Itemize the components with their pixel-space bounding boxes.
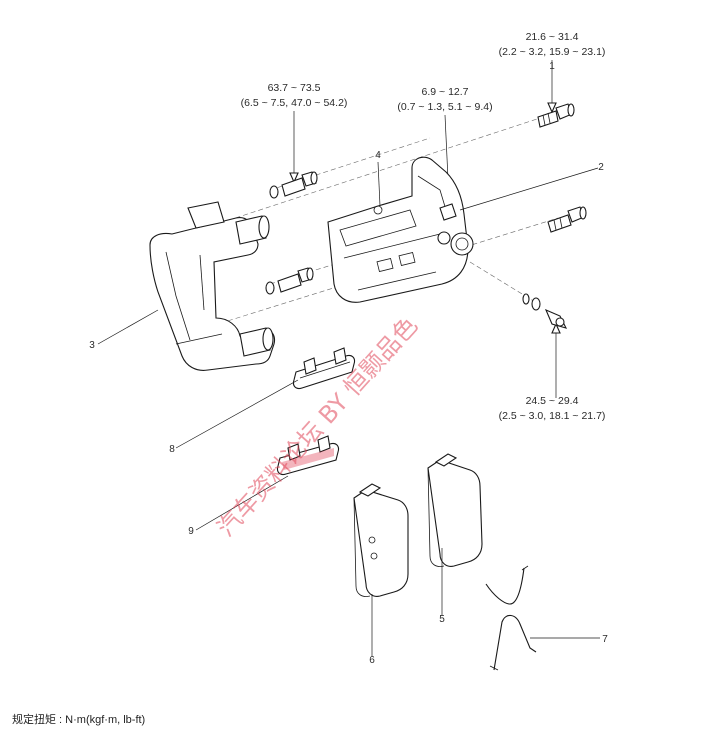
arrow-head-icon [551, 322, 561, 334]
pad-wear-indicator-spring [485, 565, 537, 671]
callout-3: 3 [89, 340, 95, 351]
pad-retainer-clip-upper [292, 347, 356, 390]
guide-pin-bolt-upper [269, 171, 318, 199]
callout-numbers: 1 2 3 4 5 6 7 8 9 [89, 61, 608, 666]
pad-retainer-clip-lower [276, 435, 340, 476]
callout-leaders [97, 161, 600, 656]
arrow-head-icon [547, 102, 557, 114]
callout-5: 5 [439, 614, 445, 625]
brake-pad-outer [427, 453, 483, 567]
brake-hose-bolt [522, 293, 568, 329]
callout-8: 8 [169, 444, 175, 455]
torque-kgf-lbft-4: (2.5 ~ 3.0, 18.1 ~ 21.7) [499, 410, 606, 422]
callout-1: 1 [549, 61, 555, 72]
arrow-head-icon [289, 172, 299, 184]
torque-leaders [289, 60, 561, 398]
torque-label-hose-bolt: 24.5 ~ 29.4 (2.5 ~ 3.0, 18.1 ~ 21.7) [499, 395, 606, 422]
callout-6: 6 [369, 655, 375, 666]
callout-4: 4 [375, 150, 381, 161]
torque-nm-1: 21.6 ~ 31.4 [526, 31, 579, 43]
torque-kgf-lbft-3: (0.7 ~ 1.3, 5.1 ~ 9.4) [397, 101, 492, 113]
guide-pin-bolt-lower [265, 267, 314, 295]
caliper-housing [327, 156, 474, 303]
caliper-mounting-bolt-upper [537, 103, 575, 128]
brake-pad-inner [353, 483, 409, 597]
torque-kgf-lbft-1: (2.2 ~ 3.2, 15.9 ~ 23.1) [499, 46, 606, 58]
torque-label-bleeder-screw: 6.9 ~ 12.7 (0.7 ~ 1.3, 5.1 ~ 9.4) [397, 86, 492, 113]
torque-nm-3: 6.9 ~ 12.7 [422, 86, 469, 98]
caliper-carrier-bracket [149, 201, 276, 371]
callout-2: 2 [598, 162, 604, 173]
callout-9: 9 [188, 526, 194, 537]
torque-unit-note: 规定扭矩 : N·m(kgf·m, lb-ft) [12, 712, 145, 726]
torque-kgf-lbft-2: (6.5 ~ 7.5, 47.0 ~ 54.2) [241, 97, 348, 109]
torque-label-guide-pin-bolt: 63.7 ~ 73.5 (6.5 ~ 7.5, 47.0 ~ 54.2) [241, 82, 348, 109]
torque-label-bolt-1: 21.6 ~ 31.4 (2.2 ~ 3.2, 15.9 ~ 23.1) [499, 31, 606, 58]
callout-7: 7 [602, 634, 608, 645]
caliper-mounting-bolt-lower [547, 206, 587, 233]
torque-nm-2: 63.7 ~ 73.5 [268, 82, 321, 94]
torque-nm-4: 24.5 ~ 29.4 [526, 395, 579, 407]
